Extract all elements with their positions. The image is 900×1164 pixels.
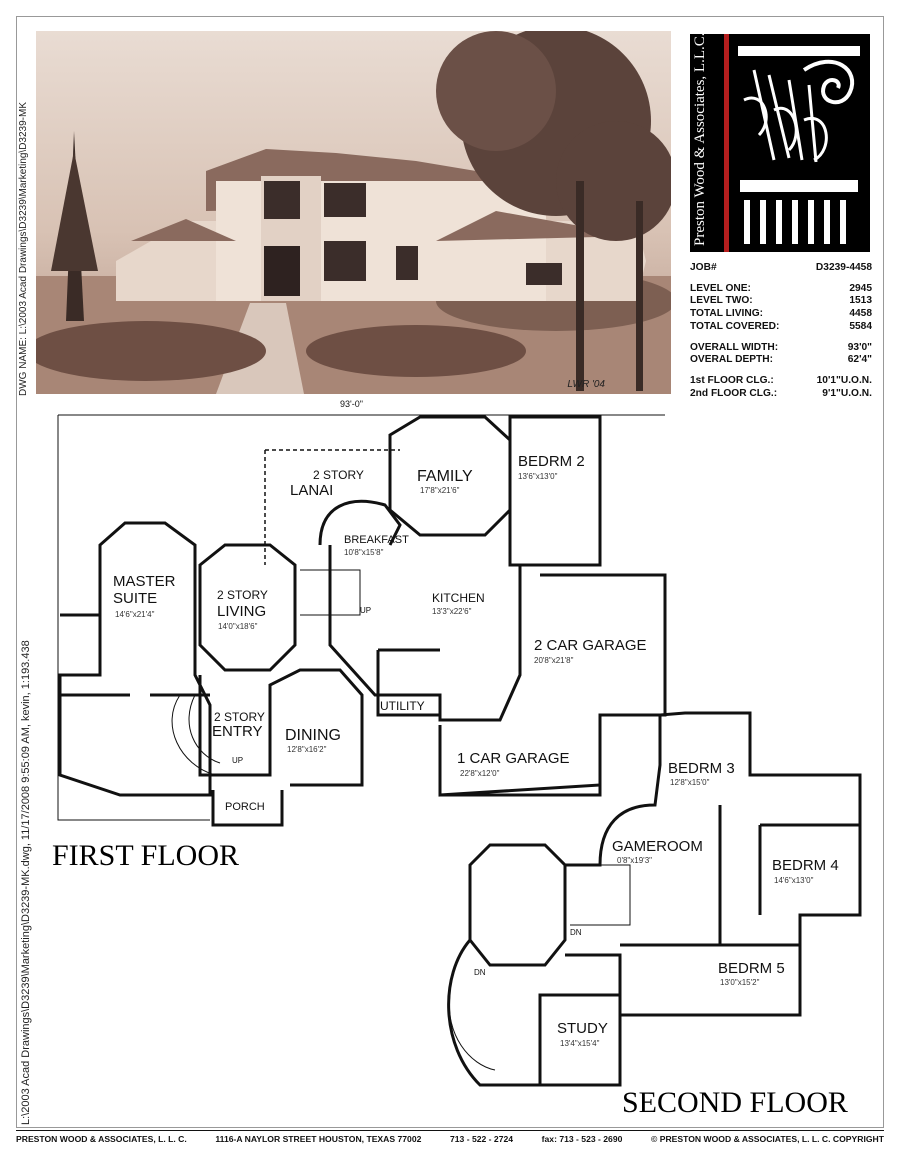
overall-width-dim: 93'-0": [340, 399, 363, 409]
second-floor-walls: [447, 711, 862, 1087]
stair-down-mark: DN: [570, 928, 582, 937]
stat-value: 62'4": [847, 354, 872, 366]
stat-value: 10'1"U.O.N.: [816, 374, 872, 386]
stat-label: LEVEL ONE:: [690, 282, 751, 294]
first-floor-label: FIRST FLOOR: [52, 839, 239, 872]
footer-phone: 713 - 522 - 2724: [449, 1134, 514, 1144]
stat-value: 1513: [849, 295, 872, 307]
stat-label: TOTAL COVERED:: [690, 320, 780, 332]
drawing-name: DWG NAME: L:\2003 Acad Drawings\D3239\Ma…: [18, 101, 29, 396]
room-2-car-garage: 2 CAR GARAGE: [534, 637, 647, 654]
room-lanai-line1: 2 STORY: [313, 468, 364, 482]
floor-plans: 2 STORY LANAI FAMILY 17'8"x21'6" BEDRM 2…: [52, 399, 862, 1119]
room-porch: PORCH: [225, 801, 265, 813]
room-family-dims: 17'8"x21'6": [420, 486, 460, 495]
room-breakfast-dims: 10'8"x15'8": [344, 548, 384, 557]
room-master-line2: SUITE: [113, 590, 157, 607]
room-bedrm-4-dims: 14'6"x13'0": [774, 876, 814, 885]
footer-address: 1116-A NAYLOR STREET HOUSTON, TEXAS 7700…: [215, 1134, 422, 1144]
room-kitchen: KITCHEN: [432, 591, 485, 605]
stat-value: 9'1"U.O.N.: [822, 387, 872, 399]
job-value: D3239-4458: [815, 262, 872, 273]
stair-down-mark: DN: [474, 968, 486, 977]
room-breakfast: BREAKFAST: [344, 534, 409, 546]
room-living-line1: 2 STORY: [217, 588, 268, 602]
house-rendering: LWR '04: [36, 31, 671, 394]
stat-row: LEVEL TWO: 1513: [690, 295, 872, 308]
stat-row: 2nd FLOOR CLG.: 9'1"U.O.N.: [690, 388, 872, 401]
room-bedrm-5: BEDRM 5: [718, 960, 785, 977]
plan-statistics: JOB# D3239-4458 LEVEL ONE: 2945 LEVEL TWO…: [690, 262, 872, 400]
stat-label: 2nd FLOOR CLG.:: [690, 387, 778, 399]
corinthian-column-icon: [738, 46, 860, 244]
stair-up-mark: UP: [360, 606, 371, 615]
room-lanai-line2: LANAI: [290, 482, 333, 499]
room-dining-dims: 12'8"x16'2": [287, 745, 327, 754]
footer-copyright: © PRESTON WOOD & ASSOCIATES, L. L. C. CO…: [651, 1134, 884, 1144]
first-floor-room-labels: 2 STORY LANAI FAMILY 17'8"x21'6" BEDRM 2…: [113, 399, 647, 813]
stat-label: 1st FLOOR CLG.:: [690, 374, 774, 386]
house-rendering-art: [36, 31, 671, 394]
first-floor-walls: [57, 414, 667, 827]
second-floor-stairs: [448, 864, 631, 1071]
stat-row: TOTAL LIVING: 4458: [690, 308, 872, 321]
stat-row: OVERALL WIDTH: 93'0": [690, 342, 872, 355]
room-1-car-garage-dims: 22'8"x12'0": [460, 769, 500, 778]
room-entry-line1: 2 STORY: [214, 710, 265, 724]
stat-label: TOTAL LIVING:: [690, 308, 764, 320]
footer-company: PRESTON WOOD & ASSOCIATES, L. L. C.: [16, 1134, 187, 1144]
first-floor-stairs: [171, 569, 361, 776]
room-2-car-garage-dims: 20'8"x21'8": [534, 656, 574, 665]
room-bedrm-3: BEDRM 3: [668, 760, 735, 777]
room-living-dims: 14'0"x18'6": [218, 622, 258, 631]
room-gameroom: GAMEROOM: [612, 838, 703, 855]
stat-value: 4458: [849, 308, 872, 320]
stat-label: OVERAL DEPTH:: [690, 354, 774, 366]
room-bedrm-5-dims: 13'0"x15'2": [720, 978, 760, 987]
title-block-footer: PRESTON WOOD & ASSOCIATES, L. L. C. 1116…: [16, 1130, 884, 1144]
room-entry-line2: ENTRY: [212, 723, 263, 740]
company-logo: Preston Wood & Associates, L.L.C.: [690, 32, 870, 252]
stat-row: OVERAL DEPTH: 62'4": [690, 354, 872, 367]
room-dining: DINING: [285, 727, 341, 744]
stat-value: 93'0": [847, 341, 872, 353]
room-master-dims: 14'6"x21'4": [115, 610, 155, 619]
stat-label: OVERALL WIDTH:: [690, 341, 779, 353]
room-bedrm-2: BEDRM 2: [518, 453, 585, 470]
artist-signature: LWR '04: [567, 379, 605, 390]
room-bedrm-4: BEDRM 4: [772, 857, 839, 874]
stat-row: TOTAL COVERED: 5584: [690, 321, 872, 334]
stat-value: 5584: [849, 320, 872, 332]
job-label: JOB#: [690, 262, 717, 273]
room-family: FAMILY: [417, 468, 473, 485]
stat-label: LEVEL TWO:: [690, 295, 753, 307]
logo-accent-bar: [724, 34, 729, 252]
room-1-car-garage: 1 CAR GARAGE: [457, 750, 570, 767]
room-bedrm-3-dims: 12'8"x15'0": [670, 778, 710, 787]
second-floor-label: SECOND FLOOR: [622, 1086, 848, 1119]
stair-up-mark: UP: [232, 756, 243, 765]
second-floor-room-labels: BEDRM 3 12'8"x15'0" GAMEROOM 0'8"x19'3" …: [474, 760, 839, 1048]
logo-company-name: Preston Wood & Associates, L.L.C.: [692, 32, 708, 246]
footer-fax: fax: 713 - 523 - 2690: [541, 1134, 623, 1144]
room-study-dims: 13'4"x15'4": [560, 1039, 600, 1048]
room-bedrm-2-dims: 13'6"x13'0": [518, 472, 558, 481]
stat-row: LEVEL ONE: 2945: [690, 283, 872, 296]
room-master-line1: MASTER: [113, 573, 176, 590]
room-gameroom-dims: 0'8"x19'3": [617, 856, 652, 865]
job-number-row: JOB# D3239-4458: [690, 262, 872, 275]
room-kitchen-dims: 13'3"x22'6": [432, 607, 472, 616]
stat-value: 2945: [849, 282, 872, 294]
room-utility: UTILITY: [380, 699, 425, 713]
room-living-line2: LIVING: [217, 603, 266, 620]
room-study: STUDY: [557, 1020, 608, 1037]
stat-row: 1st FLOOR CLG.: 10'1"U.O.N.: [690, 375, 872, 388]
